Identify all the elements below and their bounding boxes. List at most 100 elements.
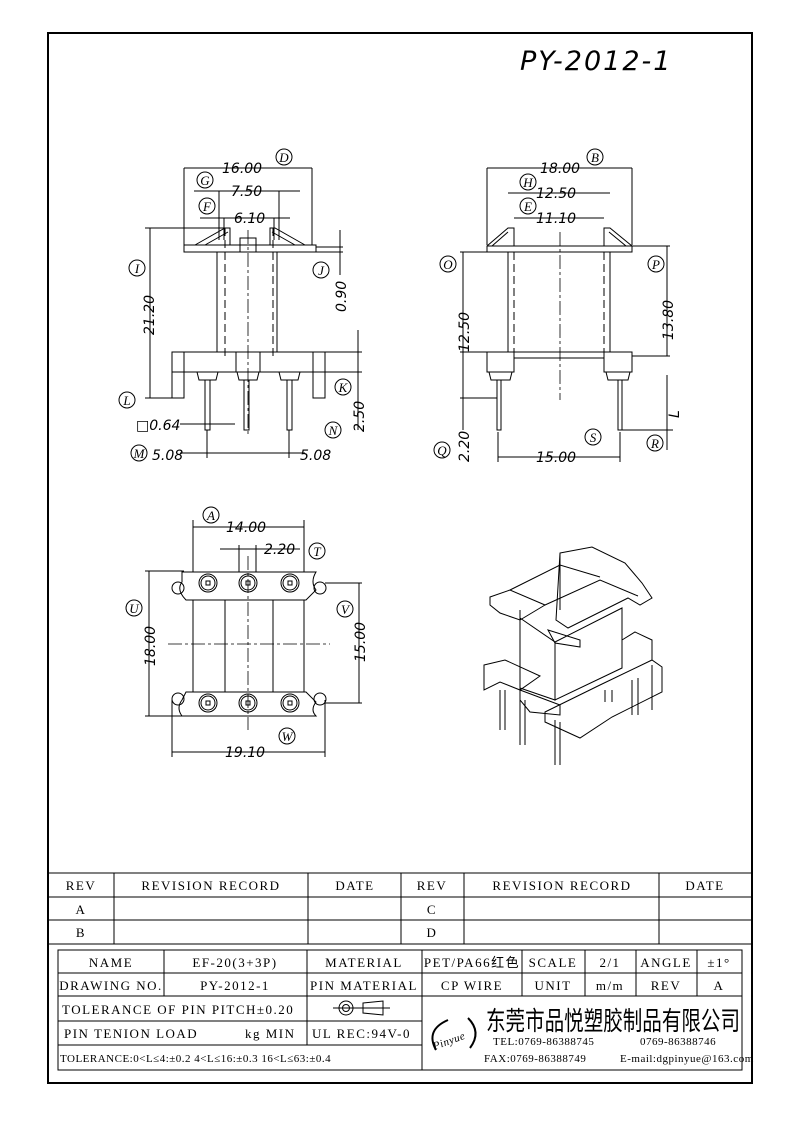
dim-winding-height: 12.50 bbox=[457, 312, 473, 352]
label-l: L bbox=[118, 391, 136, 409]
front_view-letters-5: K bbox=[338, 380, 349, 395]
label-m: M bbox=[130, 444, 148, 462]
front_view-letters-1: G bbox=[200, 173, 210, 188]
title_block-angle_label: ANGLE bbox=[640, 955, 692, 970]
front_view-letters-7: M bbox=[133, 446, 146, 461]
title_block-pin_material_label: PIN MATERIAL bbox=[310, 978, 418, 993]
label-j: J bbox=[312, 261, 330, 279]
revision-table: REV REVISION RECORD DATE REV REVISION RE… bbox=[48, 872, 752, 945]
front_view-letters-4: J bbox=[318, 263, 325, 278]
bottom_view-letters-2: U bbox=[129, 601, 140, 616]
revision_table-headers-2: DATE bbox=[335, 878, 374, 893]
dim-inner-width: 7.50 bbox=[231, 184, 262, 200]
label-h: H bbox=[519, 173, 537, 191]
pin-holes bbox=[198, 573, 300, 713]
label-e: E bbox=[519, 197, 537, 215]
label-d: D bbox=[275, 148, 293, 166]
label-w: W bbox=[278, 727, 296, 745]
title_block-drawing_no_value: PY-2012-1 bbox=[200, 978, 270, 993]
title_block-pin_tension_unit: kg MIN bbox=[245, 1026, 296, 1041]
title_block-unit_label: UNIT bbox=[534, 978, 571, 993]
sheet-border bbox=[47, 32, 753, 1084]
title_block-material_value: PET/PA66红色 bbox=[424, 955, 520, 970]
dim-pin-row-width: 14.00 bbox=[226, 520, 266, 536]
title_block-pin_tension_label: PIN TENION LOAD bbox=[64, 1026, 198, 1041]
side_view-letters-7: R bbox=[650, 436, 659, 451]
front_view-letters-8: N bbox=[328, 423, 339, 438]
revision_table-rows-0-0: A bbox=[76, 902, 87, 917]
dim-flange-thickness: 0.90 bbox=[334, 281, 350, 312]
side-view: 18.00 12.50 11.10 12.50 13.80 2.20 15.00… bbox=[433, 148, 683, 466]
bottom_view-letters-4: W bbox=[282, 729, 294, 744]
label-q: Q bbox=[433, 441, 451, 459]
title_block-ul_rec: UL REC:94V-0 bbox=[312, 1026, 411, 1041]
title_block-rev_label: REV bbox=[651, 978, 682, 993]
isometric-view bbox=[483, 546, 663, 765]
revision_table-headers-5: DATE bbox=[685, 878, 724, 893]
label-r: R bbox=[646, 434, 664, 452]
label-g: G bbox=[196, 171, 214, 189]
label-o: O bbox=[439, 255, 457, 273]
dim-width: 18.00 bbox=[540, 161, 580, 177]
title_block-logo_text: Pinyue bbox=[430, 1030, 467, 1053]
title_block-name_label: NAME bbox=[89, 955, 133, 970]
label-b: B bbox=[586, 148, 604, 166]
side_view-letters-1: H bbox=[522, 175, 533, 190]
dim-inner-width: 12.50 bbox=[536, 186, 576, 202]
dim-body-height: 13.80 bbox=[661, 300, 677, 340]
dim-pin-size: □0.64 bbox=[136, 418, 180, 434]
side_view-letters-0: B bbox=[591, 150, 599, 165]
front_view-letters-0: D bbox=[278, 150, 289, 165]
projection-symbol-icon bbox=[333, 1000, 390, 1016]
dim-core-width: 6.10 bbox=[234, 211, 265, 227]
label-p: P bbox=[647, 255, 665, 273]
title_block-material_label: MATERIAL bbox=[325, 955, 403, 970]
revision_table-rows-0-3: C bbox=[427, 902, 437, 917]
dim-standoff: 2.20 bbox=[457, 431, 473, 462]
bottom-view: 14.00 2.20 18.00 15.00 19.10 A T U V W bbox=[125, 506, 369, 761]
bottom_view-letters-0: A bbox=[206, 508, 215, 523]
label-u: U bbox=[125, 599, 143, 617]
dim-overall-depth: 18.00 bbox=[143, 626, 159, 666]
front_view-letters-6: L bbox=[122, 393, 130, 408]
dim-base-height: 2.50 bbox=[352, 401, 368, 432]
dim-ear-spacing: 15.00 bbox=[353, 622, 369, 662]
title_block-drawing_no_label: DRAWING NO. bbox=[59, 978, 163, 993]
bottom_view-letters-1: T bbox=[313, 544, 321, 559]
label-v: V bbox=[336, 600, 354, 618]
drawing-title: PY-2012-1 bbox=[520, 46, 672, 77]
label-a: A bbox=[202, 506, 220, 524]
front-view: 16.00 7.50 6.10 21.20 0.90 2.50 □0.64 5.… bbox=[118, 148, 368, 464]
front_view-letters-3: I bbox=[134, 261, 140, 276]
title_block-name_value: EF-20(3+3P) bbox=[192, 955, 277, 970]
title_block-angle_value: ±1° bbox=[707, 955, 730, 970]
label-s: S bbox=[584, 428, 602, 446]
label-k: K bbox=[334, 378, 352, 396]
revision_table-rows-1-0: B bbox=[76, 925, 86, 940]
title_block-scale_label: SCALE bbox=[529, 955, 578, 970]
pinyue-logo: Pinyue bbox=[430, 1017, 477, 1053]
title_block-tel: TEL:0769-86388745 bbox=[493, 1036, 594, 1048]
dim-pin-row-spacing: 15.00 bbox=[536, 450, 576, 466]
label-f: F bbox=[198, 197, 216, 215]
revision_table-headers-4: REVISION RECORD bbox=[492, 878, 631, 893]
title_block-tolerance: TOLERANCE:0<L≤4:±0.2 4<L≤16:±0.3 16<L≤63… bbox=[60, 1053, 331, 1065]
dim-height: 21.20 bbox=[142, 295, 158, 335]
dim-width: 16.00 bbox=[222, 161, 262, 177]
revision_table-headers-3: REV bbox=[417, 878, 448, 893]
title_block-pin_pitch_tolerance: TOLERANCE OF PIN PITCH±0.20 bbox=[62, 1002, 294, 1017]
title_block-company: 东莞市品悦塑胶制品有限公司 bbox=[486, 1007, 740, 1037]
revision_table-headers-0: REV bbox=[66, 878, 97, 893]
dim-core-width: 11.10 bbox=[536, 211, 576, 227]
side_view-letters-3: O bbox=[443, 257, 453, 272]
label-n: N bbox=[324, 421, 342, 439]
revision_table-headers-1: REVISION RECORD bbox=[141, 878, 280, 893]
revision_table-rows-1-3: D bbox=[427, 925, 438, 940]
title-block: NAME EF-20(3+3P) MATERIAL PET/PA66红色 SCA… bbox=[57, 949, 753, 1071]
title_block-scale_value: 2/1 bbox=[599, 955, 620, 970]
title_block-unit_value: m/m bbox=[596, 978, 624, 993]
bottom_view-letters-3: V bbox=[341, 602, 351, 617]
dim-pin-pitch-left: 5.08 bbox=[152, 448, 183, 464]
dim-pin-pitch-right: 5.08 bbox=[300, 448, 331, 464]
